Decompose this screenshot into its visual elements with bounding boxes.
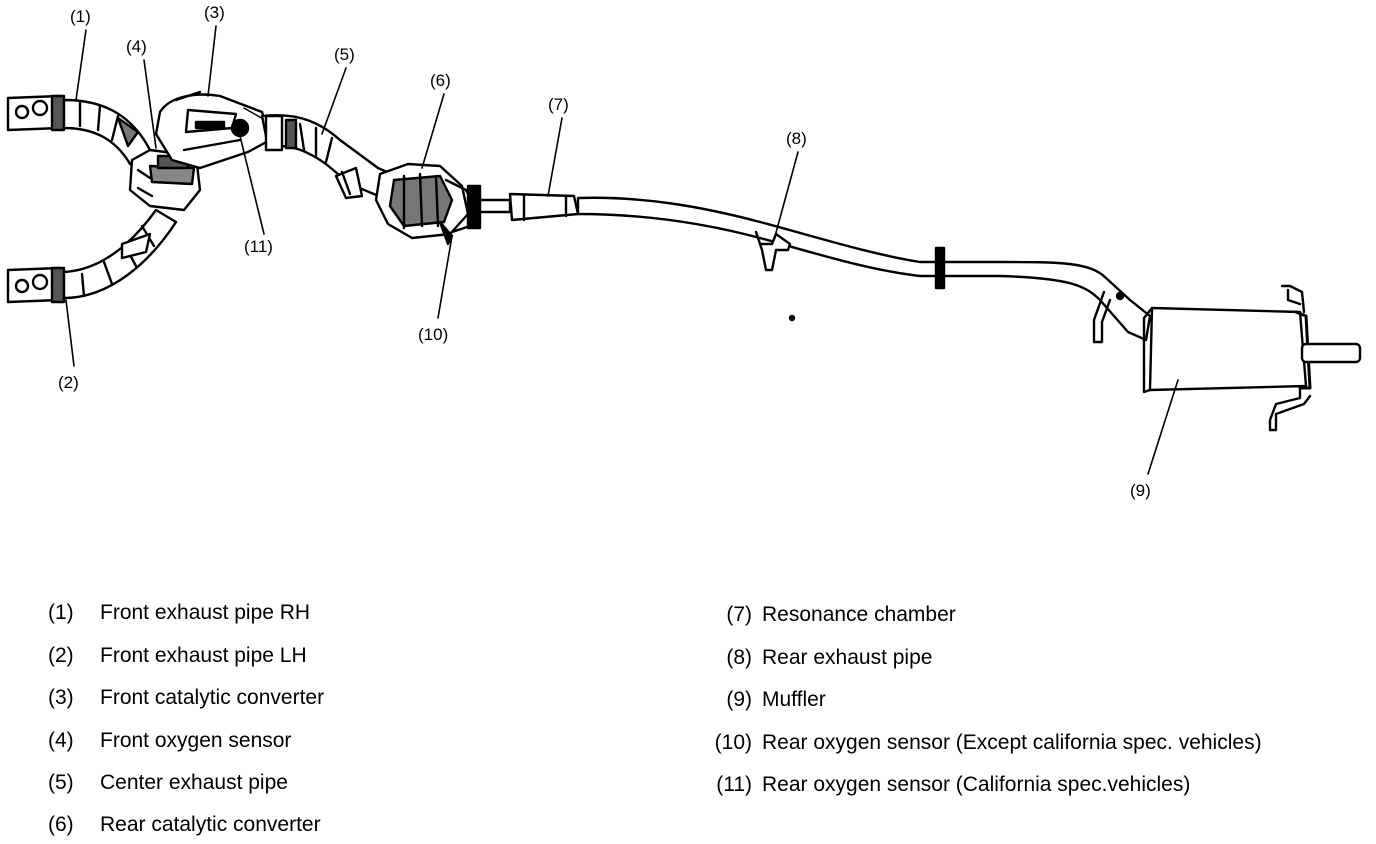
callout-9: (9) — [1130, 481, 1151, 500]
callout-5: (5) — [334, 45, 355, 64]
legend-number: (7) — [726, 603, 752, 626]
exhaust-system-diagram: (1) (4) (3) (5) (6) (7) (8) (11) (10) (2… — [6, 3, 1362, 500]
muffler — [1142, 284, 1362, 432]
legend-number: (2) — [48, 644, 74, 667]
legend-label: Front exhaust pipe LH — [100, 644, 307, 667]
callout-2: (2) — [58, 373, 79, 392]
legend-label: Center exhaust pipe — [100, 771, 288, 794]
rear-catalytic-converter — [374, 162, 482, 246]
callout-11: (11) — [244, 237, 273, 256]
leader-lines — [65, 25, 1179, 475]
legend-label: Rear catalytic converter — [100, 813, 321, 836]
legend-label: Rear oxygen sensor (Except california sp… — [762, 731, 1262, 754]
legend-label: Resonance chamber — [762, 603, 956, 626]
callout-4: (4) — [126, 37, 147, 56]
front-exhaust-pipe-rh — [6, 94, 152, 166]
legend-label: Rear oxygen sensor (California spec.vehi… — [762, 773, 1191, 796]
callout-10: (10) — [418, 325, 448, 344]
callout-1: (1) — [70, 7, 91, 26]
legend-label: Muffler — [762, 688, 826, 711]
legend-number: (3) — [48, 686, 74, 709]
legend-number: (11) — [716, 773, 752, 796]
front-exhaust-pipe-lh — [6, 208, 178, 304]
legend-label: Front exhaust pipe RH — [100, 601, 311, 624]
legend-number: (9) — [726, 688, 752, 711]
center-exhaust-pipe — [260, 114, 398, 202]
legend-label: Front oxygen sensor — [100, 729, 292, 752]
legend-number: (10) — [714, 731, 752, 754]
callout-3: (3) — [204, 3, 225, 22]
legend-number: (4) — [48, 729, 74, 752]
legend-number: (1) — [48, 601, 74, 624]
legend-label: Rear exhaust pipe — [762, 646, 933, 669]
callout-7: (7) — [548, 95, 569, 114]
front-catalytic-converter — [154, 90, 273, 170]
legend-number: (8) — [726, 646, 752, 669]
legend-number: (6) — [48, 813, 74, 836]
legend-label: Front catalytic converter — [100, 686, 325, 709]
rear-exhaust-pipe — [478, 192, 1152, 344]
callout-6: (6) — [430, 71, 451, 90]
legend-number: (5) — [48, 771, 74, 794]
callout-8: (8) — [786, 129, 807, 148]
